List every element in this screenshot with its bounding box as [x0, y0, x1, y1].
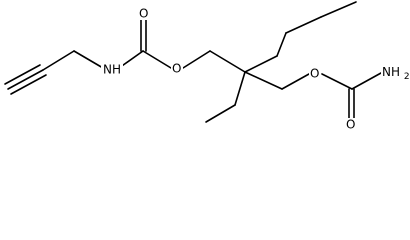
- ester-oxygen-to-right-carbonyl-bond: [321, 73, 353, 90]
- ester-oxygen-left: O: [172, 62, 181, 76]
- ester-oxygen-right: O: [310, 67, 319, 81]
- carbamate-oxygen-top-mask: [138, 8, 150, 20]
- nh2-label: NH 2: [382, 65, 410, 82]
- nh-label-mask: [101, 62, 123, 76]
- right-carbonyl-to-nh2-bond: [351, 72, 382, 90]
- nh2-main-text: NH: [382, 65, 400, 79]
- terminal-alkyne-bond-2: [10, 74, 47, 95]
- carbamate-oxygen-bottom-mask: [345, 118, 357, 131]
- bond-layer: [4, 1, 382, 123]
- terminal-alkyne-bond-1: [7, 69, 44, 90]
- ester-oxygen-left-mask: [171, 62, 183, 75]
- nh2-subscript: 2: [404, 72, 410, 82]
- ester-oxygen-right-mask: [309, 67, 321, 80]
- ethyl-terminal-bond: [205, 104, 236, 123]
- ester-oxygen-to-methylene-bond: [182, 50, 211, 69]
- carbonyl-to-ester-oxygen-bond: [142, 50, 172, 69]
- propargyl-to-nh-bond: [73, 50, 104, 69]
- right-methylene-to-ester-oxygen-bond: [281, 73, 310, 90]
- quaternary-to-right-methylene-bond: [244, 71, 283, 90]
- propargyl-chain-bond: [42, 50, 75, 71]
- butyl-bond-1: [276, 32, 287, 57]
- methylene-to-quaternary-bond: [209, 50, 246, 73]
- nh2-label-mask: [381, 64, 409, 80]
- nh-label: NH: [103, 63, 121, 77]
- atom-label-layer: O NH O O NH 2 O: [101, 7, 410, 132]
- quaternary-to-butyl-bond: [244, 55, 278, 73]
- carbamate-oxygen-top: O: [139, 7, 148, 21]
- chemical-structure: O NH O O NH 2 O: [4, 1, 410, 132]
- carbamate-oxygen-bottom: O: [346, 118, 355, 132]
- butyl-bond-2: [285, 16, 322, 34]
- quaternary-to-ethyl-bond: [234, 71, 246, 106]
- butyl-bond-3: [320, 1, 357, 18]
- terminal-alkyne-bond-3: [4, 64, 41, 85]
